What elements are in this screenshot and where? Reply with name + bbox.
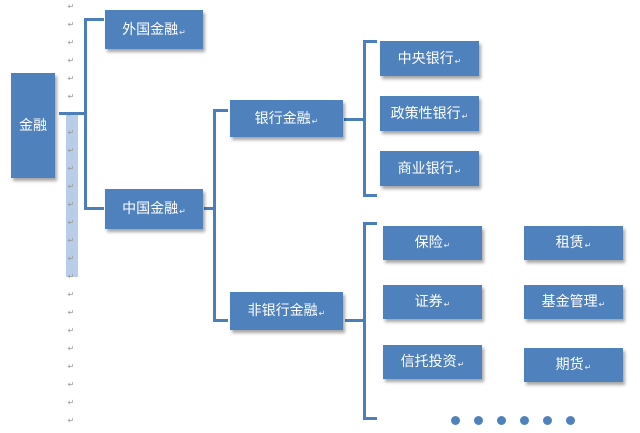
- connector-nonbank-stub: [345, 319, 366, 322]
- paragraph-mark: ↵: [461, 111, 469, 121]
- node-label: 证券: [414, 294, 443, 310]
- paragraph-mark: ↵: [598, 300, 606, 309]
- paragraph-mark: ↵: [584, 363, 592, 372]
- node-label: 金融: [19, 117, 47, 134]
- connector-to-bank-finance: [213, 109, 228, 112]
- paragraph-mark: ↵: [67, 254, 75, 263]
- node-foreign-finance[interactable]: 外国金融↵: [105, 10, 203, 49]
- paragraph-mark-column: ↵↵↵↵↵↵↵↵↵↵↵↵↵↵↵↵↵↵↵↵↵↵↵↵: [66, 0, 76, 433]
- node-bank-finance[interactable]: 银行金融↵: [230, 100, 343, 137]
- paragraph-mark: ↵: [67, 128, 75, 137]
- paragraph-mark: ↵: [67, 74, 75, 83]
- node-policy-bank[interactable]: 政策性银行↵: [380, 96, 479, 131]
- connector-nonbank-children-vertical: [363, 222, 366, 420]
- node-nonbank-finance[interactable]: 非银行金融↵: [230, 292, 343, 330]
- paragraph-mark: ↵: [67, 56, 75, 65]
- ellipsis-dot: [566, 416, 575, 425]
- connector-nonbank-top: [363, 222, 377, 225]
- paragraph-mark: ↵: [67, 236, 75, 245]
- node-label: 基金管理: [541, 294, 598, 310]
- ellipsis-dot: [497, 416, 506, 425]
- paragraph-mark: ↵: [67, 344, 75, 353]
- paragraph-mark: ↵: [67, 182, 75, 191]
- connector-china-stub: [204, 207, 216, 210]
- node-label: 中国金融: [122, 201, 179, 217]
- paragraph-mark: ↵: [67, 290, 75, 299]
- paragraph-mark: ↵: [67, 308, 75, 317]
- node-trust-investment[interactable]: 信托投资↵: [383, 345, 482, 379]
- node-central-bank[interactable]: 中央银行↵: [380, 41, 479, 76]
- paragraph-mark: ↵: [67, 200, 75, 209]
- connector-bank-stub: [344, 118, 366, 121]
- node-label: 外国金融: [122, 21, 179, 38]
- paragraph-mark: ↵: [179, 27, 186, 37]
- connector-to-commercial-bank: [363, 194, 377, 197]
- node-label: 商业银行: [397, 160, 454, 177]
- paragraph-mark: ↵: [179, 207, 186, 216]
- connector-to-central-bank: [363, 40, 377, 43]
- ellipsis-dot: [474, 416, 483, 425]
- paragraph-mark: ↵: [67, 38, 75, 47]
- paragraph-mark: ↵: [454, 56, 462, 66]
- connector-nonbank-bottom: [363, 417, 377, 420]
- ellipsis-dot: [543, 416, 552, 425]
- connector-to-nonbank-finance: [213, 319, 228, 322]
- connector-to-china-finance: [84, 207, 104, 210]
- node-label: 中央银行: [397, 50, 454, 67]
- node-fund-management[interactable]: 基金管理↵: [524, 285, 623, 319]
- paragraph-mark: ↵: [318, 309, 326, 318]
- paragraph-mark: ↵: [67, 272, 75, 281]
- node-label: 政策性银行: [390, 105, 461, 122]
- connector-level1-vertical: [84, 20, 87, 210]
- paragraph-mark: ↵: [67, 146, 75, 155]
- paragraph-mark: ↵: [67, 164, 75, 173]
- node-root-finance[interactable]: 金融: [11, 73, 55, 178]
- paragraph-mark: ↵: [67, 218, 75, 227]
- paragraph-mark: ↵: [311, 116, 319, 126]
- node-label: 期货: [555, 357, 584, 373]
- node-insurance[interactable]: 保险↵: [383, 226, 482, 260]
- paragraph-mark: ↵: [67, 2, 75, 11]
- node-futures[interactable]: 期货↵: [524, 348, 623, 382]
- paragraph-mark: ↵: [443, 241, 451, 250]
- paragraph-mark: ↵: [67, 362, 75, 371]
- paragraph-mark: ↵: [67, 20, 75, 29]
- ellipsis-dot: [520, 416, 529, 425]
- paragraph-mark: ↵: [67, 326, 75, 335]
- node-securities[interactable]: 证券↵: [383, 285, 482, 319]
- connector-level2-vertical: [213, 109, 216, 322]
- connector-bank-children-vertical: [363, 40, 366, 197]
- node-label: 保险: [414, 235, 443, 251]
- connector-to-foreign-finance: [84, 18, 104, 21]
- node-china-finance[interactable]: 中国金融↵: [105, 189, 203, 229]
- paragraph-mark: ↵: [67, 380, 75, 389]
- node-leasing[interactable]: 租赁↵: [524, 226, 623, 260]
- paragraph-mark: ↵: [584, 241, 592, 250]
- node-label: 非银行金融: [247, 303, 318, 319]
- paragraph-mark: ↵: [457, 360, 465, 369]
- node-commercial-bank[interactable]: 商业银行↵: [380, 151, 479, 186]
- paragraph-mark: ↵: [67, 92, 75, 101]
- ellipsis-dot: [451, 416, 460, 425]
- paragraph-mark: ↵: [443, 300, 451, 309]
- node-label: 信托投资: [400, 354, 457, 370]
- connector-root-stub: [59, 112, 87, 115]
- node-label: 银行金融: [254, 110, 311, 127]
- paragraph-mark: ↵: [67, 416, 75, 425]
- text-selection-highlight: [66, 112, 78, 277]
- paragraph-mark: ↵: [67, 398, 75, 407]
- node-label: 租赁: [555, 235, 584, 251]
- paragraph-mark: ↵: [454, 166, 462, 176]
